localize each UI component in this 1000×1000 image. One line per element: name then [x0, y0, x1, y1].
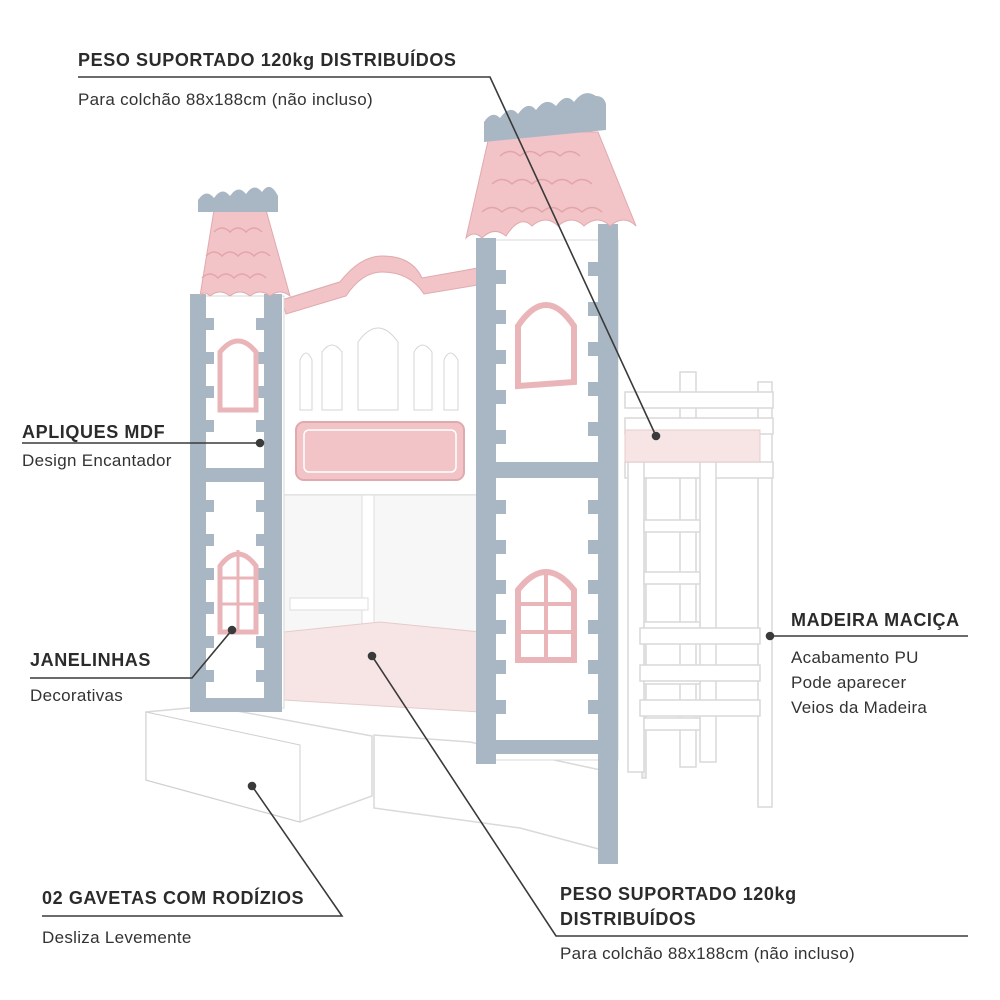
- leader-top: [78, 76, 657, 437]
- callout-madeira-title: MADEIRA MACIÇA: [791, 610, 960, 630]
- left-tower: [190, 186, 291, 712]
- callout-top-subtitle: Para colchão 88x188cm (não incluso): [78, 90, 373, 109]
- drawers: [145, 705, 611, 853]
- callout-top-title: PESO SUPORTADO 120kg DISTRIBUÍDOS: [78, 50, 457, 70]
- leader-lines: [22, 76, 968, 937]
- back-panel: [281, 255, 479, 496]
- callout-gavetas-subtitle: Desliza Levemente: [42, 928, 192, 947]
- callout-apliques-subtitle: Design Encantador: [22, 451, 172, 470]
- ladder-and-rails: [624, 371, 774, 808]
- leader-janelinhas: [30, 629, 233, 679]
- callout-apliques-title: APLIQUES MDF: [22, 422, 166, 442]
- callout-madeira-line-1: Acabamento PU: [791, 648, 919, 667]
- upper-mattress: [624, 429, 761, 463]
- callout-madeira-line-3: Veios da Madeira: [791, 698, 928, 717]
- callout-bottom-title-line-1: PESO SUPORTADO 120kg: [560, 884, 797, 904]
- leader-bottom: [371, 655, 968, 937]
- callout-gavetas-title: 02 GAVETAS COM RODÍZIOS: [42, 888, 305, 908]
- callout-bottom-title-line-2: DISTRIBUÍDOS: [560, 909, 697, 929]
- leader-gavetas: [42, 785, 344, 917]
- right-tower: [465, 93, 637, 864]
- callout-janelinhas-title: JANELINHAS: [30, 650, 152, 670]
- callout-madeira-line-2: Pode aparecer: [791, 673, 907, 692]
- lower-bunk: [283, 494, 481, 713]
- callout-janelinhas-subtitle: Decorativas: [30, 686, 124, 705]
- callout-bottom-subtitle: Para colchão 88x188cm (não incluso): [560, 944, 855, 963]
